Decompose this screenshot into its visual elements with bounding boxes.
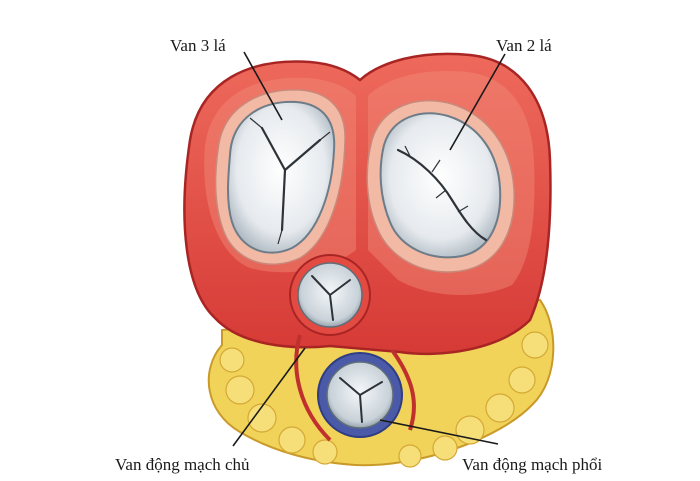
tricuspid-valve-label: Van 3 lá [170,36,226,55]
pulmonary-valve [317,352,403,438]
coronary-vessels [294,334,416,442]
aortic-valve [289,254,371,336]
aortic-valve-label: Van động mạch chủ [115,455,250,474]
mitral-valve [379,112,502,259]
tricuspid-valve [227,100,336,254]
mitral-valve-label: Van 2 lá [496,36,552,55]
pulmonary-valve-label: Van động mạch phổi [462,455,603,474]
leader-lines [232,51,506,447]
